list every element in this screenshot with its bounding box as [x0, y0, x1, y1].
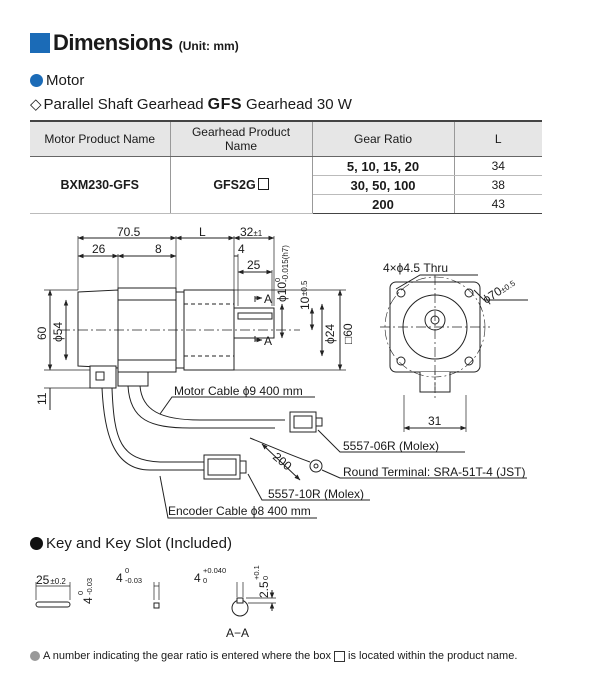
slot-depth-tol-top: +0.1 [252, 565, 261, 580]
note-box-icon [334, 650, 346, 662]
gearhead-product-cell: GFS2G [169, 156, 313, 214]
dim-shaft-dia-tol: -0.015(h7) [281, 245, 290, 282]
section-a-top: A [264, 292, 272, 306]
series-suffix: Gearhead 30 W [246, 96, 352, 113]
header-gear-ratio: Gear Ratio [311, 120, 455, 157]
key-height-tol-bottom: -0.03 [125, 576, 142, 585]
slot-width-tol-bottom: 0 [203, 576, 207, 585]
gearhead-product-text: GFS2G [213, 178, 256, 192]
slot-width: 4 [194, 571, 201, 585]
key-section-heading: Key and Key Slot (Included) [30, 535, 232, 552]
dim-shaft-length-tol: ±1 [253, 229, 262, 238]
ratio-cell: 200 [312, 194, 455, 214]
key-height: 4 [116, 571, 123, 585]
dim-8: 8 [155, 242, 162, 256]
dim-overall: 70.5 [117, 225, 141, 239]
key-section-label: Key and Key Slot (Included) [46, 535, 232, 552]
dim-10: 10 [298, 296, 312, 310]
dim-25: 25 [247, 258, 261, 272]
key-length: 25±0.2 [36, 573, 66, 587]
dim-10-tol: ±0.5 [300, 280, 309, 296]
slot-width-tol-top: +0.040 [203, 566, 226, 575]
slot-depth: 2.5 [257, 581, 271, 598]
dim-200: 200 [270, 450, 295, 474]
bullet-dot-icon [30, 74, 43, 87]
footnote-before: A number indicating the gear ratio is en… [43, 650, 332, 662]
connector-10pin-label: 5557-10R (Molex) [268, 487, 364, 501]
key-length-tol: ±0.2 [50, 577, 66, 586]
dim-shaft-dia-tol-top: 0 [273, 278, 282, 282]
key-drawing: 25±0.2 4 0 -0.03 4 0 -0.03 4 +0.040 0 2.… [35, 565, 276, 640]
note-dot-icon [30, 651, 40, 661]
ratio-cell: 30, 50, 100 [312, 175, 455, 195]
l-cell: 34 [453, 156, 542, 176]
table-header-row: Motor Product Name Gearhead Product Name… [30, 120, 542, 157]
header-l: L [453, 120, 542, 157]
footnote: A number indicating the gear ratio is en… [30, 650, 517, 662]
diamond-icon: ◇ [30, 96, 42, 113]
table-row: BXM230-GFS GFS2G 5, 10, 15, 20 34 [30, 156, 542, 214]
motor-cable-label: Motor Cable ϕ9 400 mm [174, 384, 303, 398]
bullet-dot-icon [30, 537, 43, 550]
dimension-drawing: 70.5 L 32±1 26 8 4 25 A A ϕ10 0 -0.015(h… [35, 225, 528, 519]
slot-depth-tol-bottom: 0 [261, 576, 270, 580]
round-terminal-label: Round Terminal: SRA-51T-4 (JST) [343, 465, 526, 479]
series-heading: ◇ Parallel Shaft Gearhead GFS Gearhead 3… [30, 95, 352, 114]
dim-60: 60 [35, 326, 49, 340]
section-label: A−A [226, 626, 249, 640]
ratio-cell: 5, 10, 15, 20 [311, 156, 455, 176]
dim-11: 11 [35, 392, 49, 405]
series-bold: GFS [207, 96, 243, 113]
header-gearhead-product: Gearhead Product Name [169, 120, 313, 157]
dim-shaft-dia: ϕ10 [275, 282, 289, 302]
key-width-tol-bottom: -0.03 [85, 578, 94, 595]
section-a-bottom: A [264, 334, 272, 348]
connector-6pin-label: 5557-06R (Molex) [343, 439, 439, 453]
footnote-after: is located within the product name. [348, 650, 518, 662]
dim-holes: 4×ϕ4.5 Thru [383, 261, 448, 275]
key-width: 4 [81, 597, 95, 604]
l-cell: 38 [453, 175, 542, 195]
table-row: 200 43 [30, 194, 542, 214]
encoder-cable-label: Encoder Cable ϕ8 400 mm [168, 504, 311, 518]
dim-square60: □60 [341, 323, 355, 344]
key-height-tol-top: 0 [125, 566, 129, 575]
l-cell: 43 [453, 194, 542, 214]
dim-4: 4 [238, 242, 245, 256]
series-prefix: Parallel Shaft Gearhead [43, 96, 204, 113]
ratio-box-icon [257, 178, 269, 190]
dim-phi54: ϕ54 [51, 322, 65, 342]
dim-l: L [199, 225, 206, 239]
motor-product-cell: BXM230-GFS [30, 156, 171, 214]
dim-26: 26 [92, 242, 106, 256]
dim-shaft-length: 32±1 [240, 225, 263, 239]
dim-pcd: ϕ70±0.5 [480, 275, 518, 306]
motor-section-label: Motor [46, 72, 85, 89]
dim-31: 31 [428, 414, 442, 428]
dim-phi24: ϕ24 [323, 324, 337, 344]
page-title: Dimensions [53, 30, 173, 55]
header-motor-product: Motor Product Name [30, 120, 171, 157]
table-row: 30, 50, 100 38 [30, 175, 542, 195]
product-table: Motor Product Name Gearhead Product Name… [30, 120, 542, 214]
dim-pcd-tol: ±0.5 [499, 278, 517, 294]
page-heading: Dimensions (Unit: mm) [30, 30, 239, 56]
key-height-value: 4 [116, 571, 123, 585]
page-unit: (Unit: mm) [178, 39, 239, 53]
key-length-value: 25 [36, 573, 50, 587]
key-width-tol-top: 0 [76, 591, 85, 595]
dim-shaft-length-value: 32 [240, 225, 254, 239]
heading-square-icon [30, 33, 50, 53]
motor-section-heading: Motor [30, 72, 84, 89]
